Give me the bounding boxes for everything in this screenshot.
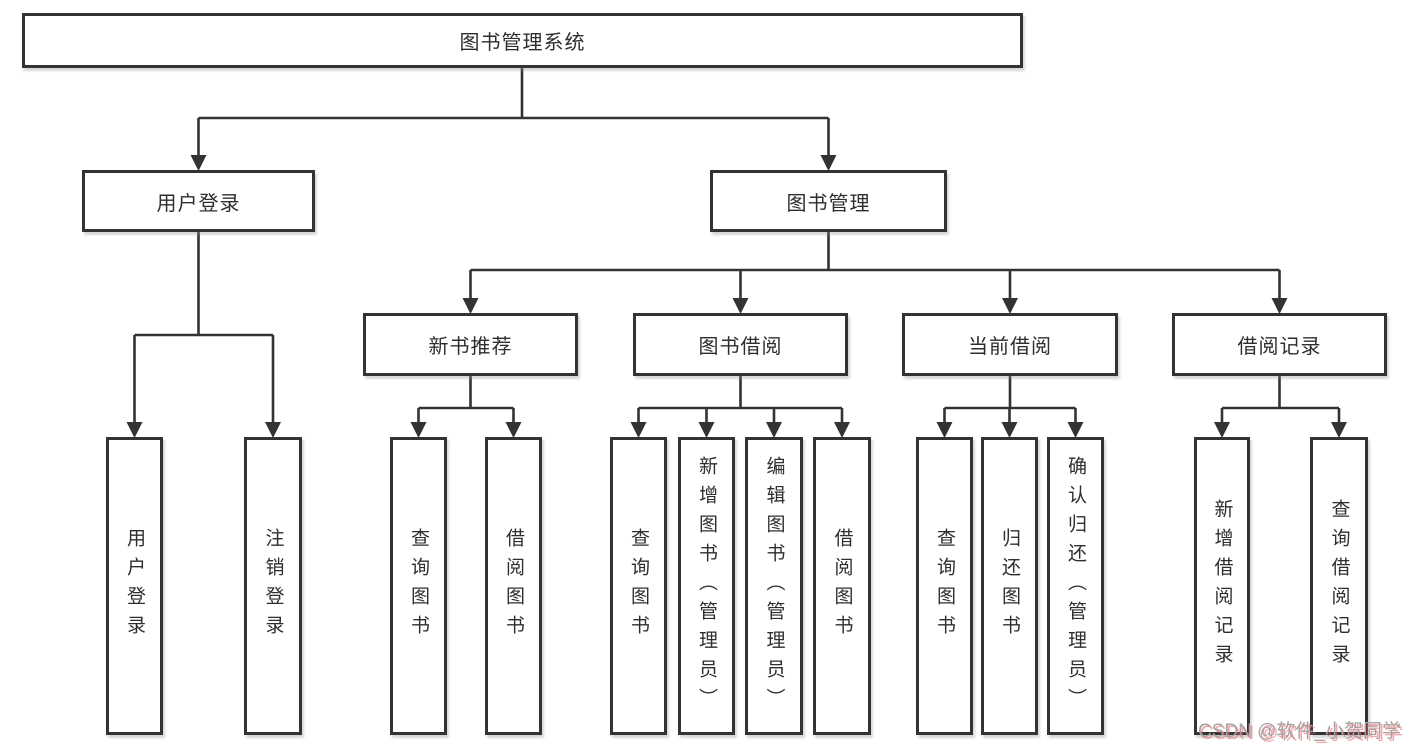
connector-user-login-to-leaves [126,232,281,438]
leaf-add-borrow-record: 新增借阅记录 [1194,437,1250,735]
arrowhead-book-management [820,155,837,171]
leaf-logout: 注销登录 [244,437,302,735]
arrowhead-user-login [190,155,207,171]
connector-borrow-record-to-leaves [1214,376,1347,438]
node-current-borrow: 当前借阅 [902,313,1118,376]
arrowhead-leaf-login [126,422,143,438]
node-new-book-recommend: 新书推荐 [363,313,578,376]
leaf-borrow-book: 借阅图书 [485,437,542,735]
leaf-query-book: 查询图书 [610,437,667,735]
arrowhead-new-book [462,298,479,314]
leaf-return-book: 归还图书 [981,437,1038,735]
leaf-confirm-return-admin: 确认归还（管理员） [1047,437,1104,735]
leaf-add-book-admin: 新增图书（管理员） [678,437,735,735]
leaf-query-book: 查询图书 [390,437,447,735]
arrowhead-borrow-record [1271,298,1288,314]
watermark-text: CSDN @软件_小贺同学 [1198,721,1401,742]
leaf-borrow-book: 借阅图书 [813,437,871,735]
connector-current-borrow-to-leaves [936,376,1084,438]
leaf-query-borrow-record: 查询借阅记录 [1310,437,1368,735]
node-root-system: 图书管理系统 [22,13,1023,68]
leaf-user-login: 用户登录 [106,437,163,735]
node-book-management: 图书管理 [710,170,947,232]
connector-root-to-level2 [190,68,837,171]
arrowhead-leaf-logout [265,422,281,438]
connector-new-book-to-leaves [410,376,522,438]
arrowhead-current-borrow [1002,298,1018,314]
leaf-edit-book-admin: 编辑图书（管理员） [745,437,803,735]
connector-book-management-to-level3 [462,232,1288,314]
leaf-query-book: 查询图书 [916,437,973,735]
node-user-login: 用户登录 [82,170,315,232]
node-book-borrow: 图书借阅 [633,313,848,376]
arrowhead-book-borrow [732,298,749,314]
node-borrow-record: 借阅记录 [1172,313,1387,376]
connector-book-borrow-to-leaves [630,376,850,438]
